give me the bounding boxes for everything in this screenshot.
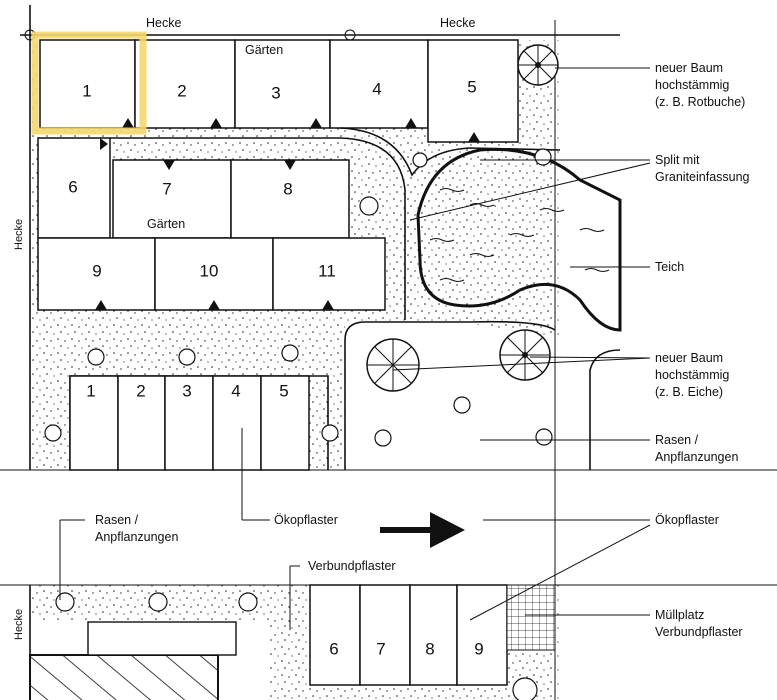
garden-number: 4: [372, 79, 381, 98]
garden-number: 1: [82, 81, 91, 100]
lawn-edge-right: [589, 349, 621, 470]
pond-water-waves: [429, 188, 610, 282]
callout-eco-paving-left: Ökopflaster: [274, 513, 338, 527]
garden-number: 11: [318, 261, 336, 280]
parking-number: 7: [376, 639, 385, 658]
highlight-garden-1: [31, 31, 147, 135]
garden-number: 8: [283, 179, 292, 198]
callout-eco-paving-right: Ökopflaster: [655, 513, 719, 527]
callout-tree-beech: neuer Baum hochstämmig (z. B. Rotbuche): [655, 61, 745, 109]
path-edge: [339, 127, 561, 177]
tree-icon: [517, 44, 559, 86]
parking-number: 8: [425, 639, 434, 658]
tree-icon: [366, 338, 420, 392]
parking-number: 1: [86, 381, 95, 400]
building-entrance: [87, 621, 237, 656]
pond: [416, 147, 622, 332]
garden-entrances: [95, 118, 480, 310]
direction-arrow: [380, 512, 465, 548]
gardens-label: Gärten: [147, 217, 185, 231]
shrub-icons: [44, 148, 553, 700]
callout-leaders: [59, 67, 651, 630]
hedge-label: Hecke: [146, 16, 181, 30]
garden-plot: [154, 237, 274, 311]
garden-number: 6: [68, 177, 77, 196]
tree-icon: [499, 329, 551, 381]
garden-plot: [272, 237, 386, 311]
garden-number: 2: [177, 81, 186, 100]
garden-plot: [112, 159, 232, 239]
garden-plot: [37, 237, 156, 311]
callout-waste-area: Müllplatz Verbundpflaster: [655, 608, 743, 639]
garden-number: 7: [162, 179, 171, 198]
gardens-top-row: [39, 39, 519, 143]
parking-row-top: [69, 375, 310, 471]
waste-area: [506, 584, 556, 651]
parking-number: 3: [182, 381, 191, 400]
callout-gravel: Split mit Graniteinfassung: [655, 153, 750, 184]
garden-number: 3: [271, 83, 280, 102]
parking-number: 9: [474, 639, 483, 658]
garden-number: 9: [92, 261, 101, 280]
callout-pond: Teich: [655, 260, 684, 274]
hedge-label: Hecke: [13, 219, 25, 250]
garden-number: 10: [200, 261, 219, 280]
parking-row-bottom: [309, 584, 508, 686]
callout-lawn-right: Rasen / Anpflanzungen: [655, 433, 738, 464]
parking-number: 4: [231, 381, 240, 400]
garden-plot: [230, 159, 350, 239]
hedge-label: Hecke: [13, 609, 25, 640]
garden-plot: [37, 137, 111, 239]
garden-plot: [134, 39, 236, 129]
parking-number: 6: [329, 639, 338, 658]
parking-number: 2: [136, 381, 145, 400]
garden-plot: [39, 39, 136, 129]
garden-plot: [234, 39, 331, 129]
callout-interlocking-paving: Verbundpflaster: [308, 559, 396, 573]
parking-number: 5: [279, 381, 288, 400]
hedge-label: Hecke: [440, 16, 475, 30]
lawn-edge: [344, 320, 556, 470]
garden-number: 5: [467, 77, 476, 96]
callout-tree-oak: neuer Baum hochstämmig (z. B. Eiche): [655, 351, 733, 399]
garden-plot: [329, 39, 429, 129]
callout-lawn-left: Rasen / Anpflanzungen: [95, 513, 178, 544]
path-edge: [110, 137, 406, 320]
gardens-label: Gärten: [245, 43, 283, 57]
building: [29, 654, 219, 700]
